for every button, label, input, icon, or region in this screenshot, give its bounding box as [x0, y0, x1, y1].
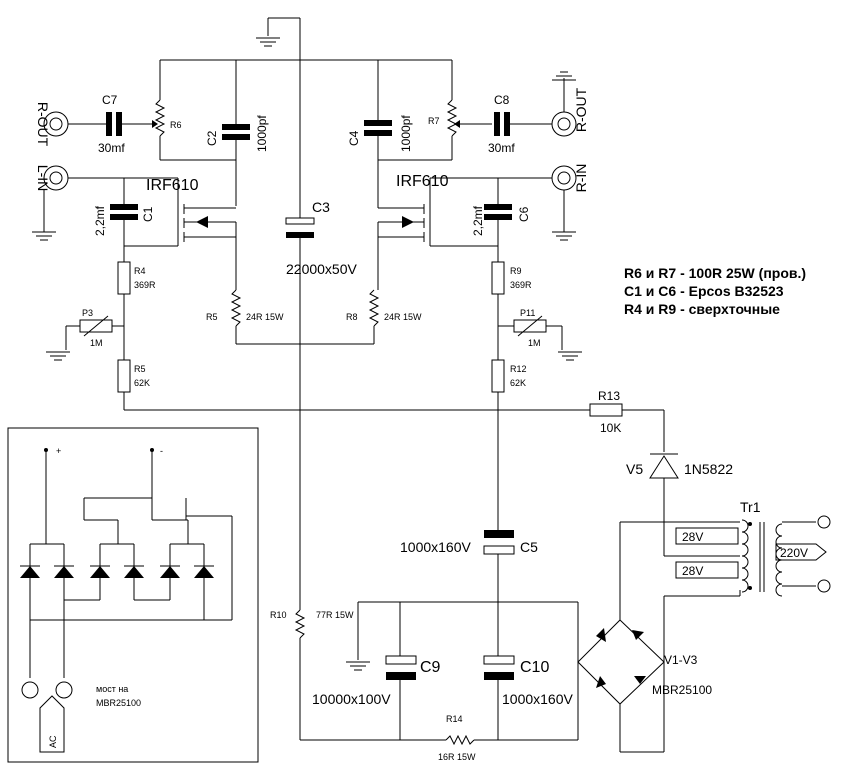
r4-label: R4 [134, 266, 146, 276]
r5-source-resistor [230, 289, 242, 327]
r14-resistor [445, 734, 475, 746]
c6-capacitor: 2,2mf C6 [471, 204, 531, 236]
c9-value: 10000x100V [312, 691, 391, 707]
c9-capacitor: C9 10000x100V [312, 655, 441, 707]
c4-capacitor: C4 1000pf [347, 115, 413, 152]
c5-capacitor: 1000x160V C5 [400, 530, 538, 555]
r14-label: R14 [446, 714, 463, 724]
c5-label: C5 [520, 539, 538, 555]
r14-value: 16R 15W [438, 752, 476, 762]
v5-label: V5 [626, 461, 643, 477]
r9-value: 369R [510, 280, 532, 290]
notes: R6 и R7 - 100R 25W (пров.) C1 и C6 - Epc… [624, 265, 806, 317]
inset-ac: AC [48, 735, 58, 748]
note-3: R4 и R9 - сверхточные [624, 301, 780, 317]
inset-caption-1: мост на [96, 684, 128, 694]
c8-capacitor: C8 30mf [488, 93, 515, 155]
r10-resistor [294, 609, 306, 639]
c10-value: 1000x160V [502, 691, 574, 707]
c10-capacitor: C10 1000x160V [483, 655, 574, 707]
p11-value: 1M [528, 338, 541, 348]
q-right-mosfet: IRF610 [378, 173, 498, 247]
c5-value: 1000x160V [400, 539, 472, 555]
q-right-label: IRF610 [396, 173, 449, 190]
c3-value: 22000x50V [286, 261, 358, 277]
c2-label: C2 [205, 130, 219, 146]
tr1-prim: 220V [780, 546, 808, 560]
c4-label: C4 [347, 130, 361, 146]
r5-value: 62K [134, 378, 150, 388]
r-out-right-label: R-OUT [573, 87, 589, 132]
r12-label: R12 [510, 364, 527, 374]
c9-label: C9 [420, 659, 441, 676]
r7-resistor [446, 99, 458, 137]
r13-resistor [589, 403, 623, 417]
c6-label: C6 [517, 206, 531, 222]
r12-value: 62K [510, 378, 526, 388]
c7-capacitor: C7 30mf [98, 93, 125, 155]
r5-src-value: 24R 15W [246, 312, 284, 322]
c2-value: 1000pf [255, 115, 269, 152]
tr1-sec2: 28V [682, 564, 703, 578]
r-out-left-label: R-OUT [35, 102, 51, 147]
r8-label: R8 [346, 312, 358, 322]
note-1: R6 и R7 - 100R 25W (пров.) [624, 265, 806, 281]
c3-capacitor: C3 22000x50V [285, 199, 358, 277]
inset-plus: + [56, 446, 61, 456]
q-left-label: IRF610 [146, 177, 199, 194]
r4-resistor [117, 261, 131, 295]
bridge-inset: + - [7, 427, 259, 763]
c10-label: C10 [520, 659, 549, 676]
c6-value: 2,2mf [471, 205, 485, 236]
v5-value: 1N5822 [684, 461, 733, 477]
r8-resistor [368, 289, 380, 327]
p11-label: P11 [520, 308, 535, 318]
c3-label: C3 [312, 199, 330, 215]
c4-value: 1000pf [399, 115, 413, 152]
c8-label: C8 [494, 93, 510, 107]
l-in-label: L-IN [35, 165, 51, 191]
r10-label: R10 [270, 610, 287, 620]
p3-potentiometer: P3 1M [45, 308, 124, 361]
r5-label: R5 [134, 364, 146, 374]
inset-caption-2: MBR25100 [96, 698, 141, 708]
r13-label: R13 [598, 389, 620, 403]
c7-label: C7 [102, 93, 118, 107]
r13-value: 10K [600, 421, 621, 435]
note-2: C1 и C6 - Epcos B32523 [624, 283, 784, 299]
r4-value: 369R [134, 280, 156, 290]
p11-potentiometer: P11 1M [498, 308, 583, 361]
c7-value: 30mf [98, 141, 125, 155]
r7-label: R7 [428, 116, 440, 126]
bridge-label: V1-V3 [664, 653, 698, 667]
q-left-mosfet: IRF610 [124, 177, 237, 247]
c8-value: 30mf [488, 141, 515, 155]
r9-resistor [491, 261, 505, 295]
tr1-sec1: 28V [682, 530, 703, 544]
bridge-rectifier: V1-V3 MBR25100 [577, 619, 712, 705]
v5-diode: V5 1N5822 [626, 453, 733, 479]
r6-label: R6 [170, 120, 182, 130]
r5-resistor [117, 359, 131, 393]
r12-resistor [491, 359, 505, 393]
tr1-label: Tr1 [740, 499, 761, 515]
c2-capacitor: C2 1000pf [205, 115, 269, 152]
r-in-label: R-IN [573, 164, 589, 193]
bridge-value: MBR25100 [652, 683, 712, 697]
r5-src-label: R5 [206, 312, 218, 322]
tr1-transformer: Tr1 28V 28V 220V [675, 499, 831, 597]
inset-minus: - [160, 446, 163, 456]
c1-label: C1 [141, 206, 155, 222]
c1-capacitor: 2,2mf C1 [93, 204, 155, 236]
p3-value: 1M [90, 338, 103, 348]
top-ground [255, 17, 301, 60]
r8-value: 24R 15W [384, 312, 422, 322]
c1-value: 2,2mf [93, 205, 107, 236]
r6-resistor [154, 99, 166, 137]
p3-label: P3 [82, 308, 93, 318]
r10-value: 77R 15W [316, 610, 354, 620]
r9-label: R9 [510, 266, 522, 276]
